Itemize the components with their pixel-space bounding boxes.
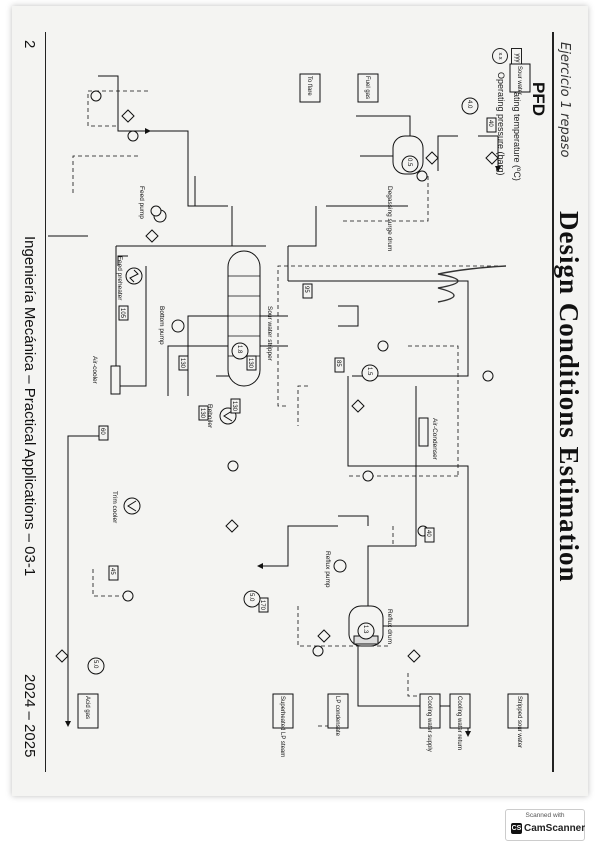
control-valves: [55, 109, 499, 663]
lp-condensate-label: LP condensate: [334, 696, 340, 737]
lp-steam-label: Superheated LP steam: [279, 696, 285, 757]
instrument-bubbles: [90, 90, 494, 657]
acid-gas-box: [77, 693, 99, 729]
air-condenser: [418, 417, 429, 447]
pres-degas: 0.5: [406, 158, 412, 167]
scanned-page: Design Conditions Estimation Ejercicio 1…: [12, 6, 588, 796]
pres-top: 1.5: [366, 367, 372, 376]
temp-preheat-out: 105: [119, 308, 125, 319]
temp-top: 85: [335, 360, 341, 367]
camscanner-logo-icon: CS: [511, 823, 522, 834]
lp-steam-box: [272, 693, 294, 729]
pres-sour: 4.0: [466, 100, 472, 109]
lp-condensate-box: [327, 693, 349, 729]
bottom-pump-label: Bottom pump: [158, 306, 165, 345]
reflux-pump: [333, 559, 347, 573]
pres-stripped: 5.0: [92, 660, 98, 669]
sour-water-label: Sour water: [516, 66, 522, 95]
stripped-water-label: Stripped sour water: [516, 696, 522, 748]
temp-pump-out: 130: [179, 358, 185, 369]
feed-preheater-label: Feed preheater: [116, 256, 123, 301]
temp-reb-out: 130: [231, 401, 237, 412]
temp-steam: 170: [259, 600, 265, 611]
pres-steam: 5.0: [248, 593, 254, 602]
pen-scribble: [437, 265, 507, 303]
temp-reb-in: 130: [199, 408, 205, 419]
trim-cooler-label: Trim cooler: [111, 491, 118, 524]
fuel-gas-label: Fuel gas: [364, 76, 370, 99]
reboiler-label: Reboiler: [206, 404, 213, 429]
to-flare-box: [299, 73, 321, 103]
pfd-sheet: Design Conditions Estimation Ejercicio 1…: [12, 6, 588, 796]
air-cooler-label: Air-cooler: [91, 356, 98, 385]
fuel-gas-box: [357, 73, 379, 103]
stripped-water-box: [507, 693, 529, 729]
reflux-drum-label: Reflux drum: [386, 609, 393, 644]
trim-cooler: [123, 497, 141, 515]
sour-water-box: [509, 63, 531, 93]
air-cooler: [110, 365, 121, 395]
pres-bottom: 1.8: [236, 345, 242, 354]
temp-feed: 95: [303, 286, 309, 293]
temp-sour: 40: [487, 120, 493, 127]
to-flare-label: To flare: [306, 76, 312, 96]
reflux-pump-label: Reflux pump: [324, 551, 331, 588]
degassing-drum-label: Degassing surge drum: [386, 186, 393, 251]
temp-bottom: 130: [247, 358, 253, 369]
stripper-label: Sour water stripper: [266, 306, 273, 362]
pfd-drawing: Sour water Fuel gas To flare Stripped so…: [48, 63, 531, 757]
air-condenser-label: Air-Condenser: [431, 418, 438, 461]
temp-trim-out: 45: [109, 568, 115, 575]
feed-preheater: [125, 267, 143, 285]
pres-reflux: 1.3: [362, 625, 368, 634]
feed-pump-label: Feed pump: [138, 186, 145, 219]
temp-reflux: 40: [425, 530, 431, 537]
cw-return-box: [449, 693, 471, 729]
acid-gas-label: Acid gas: [84, 696, 90, 719]
camscanner-brand: CamScanner: [524, 823, 586, 834]
cw-supply-label: Cooling water supply: [426, 696, 432, 752]
bottom-pump: [171, 319, 185, 333]
scanned-with-label: Scanned with: [525, 812, 565, 819]
cw-supply-box: [419, 693, 441, 729]
cw-return-label: Cooling water return: [456, 696, 462, 750]
temp-aircool-out: 60: [99, 428, 105, 435]
camscanner-badge: Scanned with CS CamScanner: [505, 809, 585, 841]
reflux-drum: [348, 605, 384, 647]
